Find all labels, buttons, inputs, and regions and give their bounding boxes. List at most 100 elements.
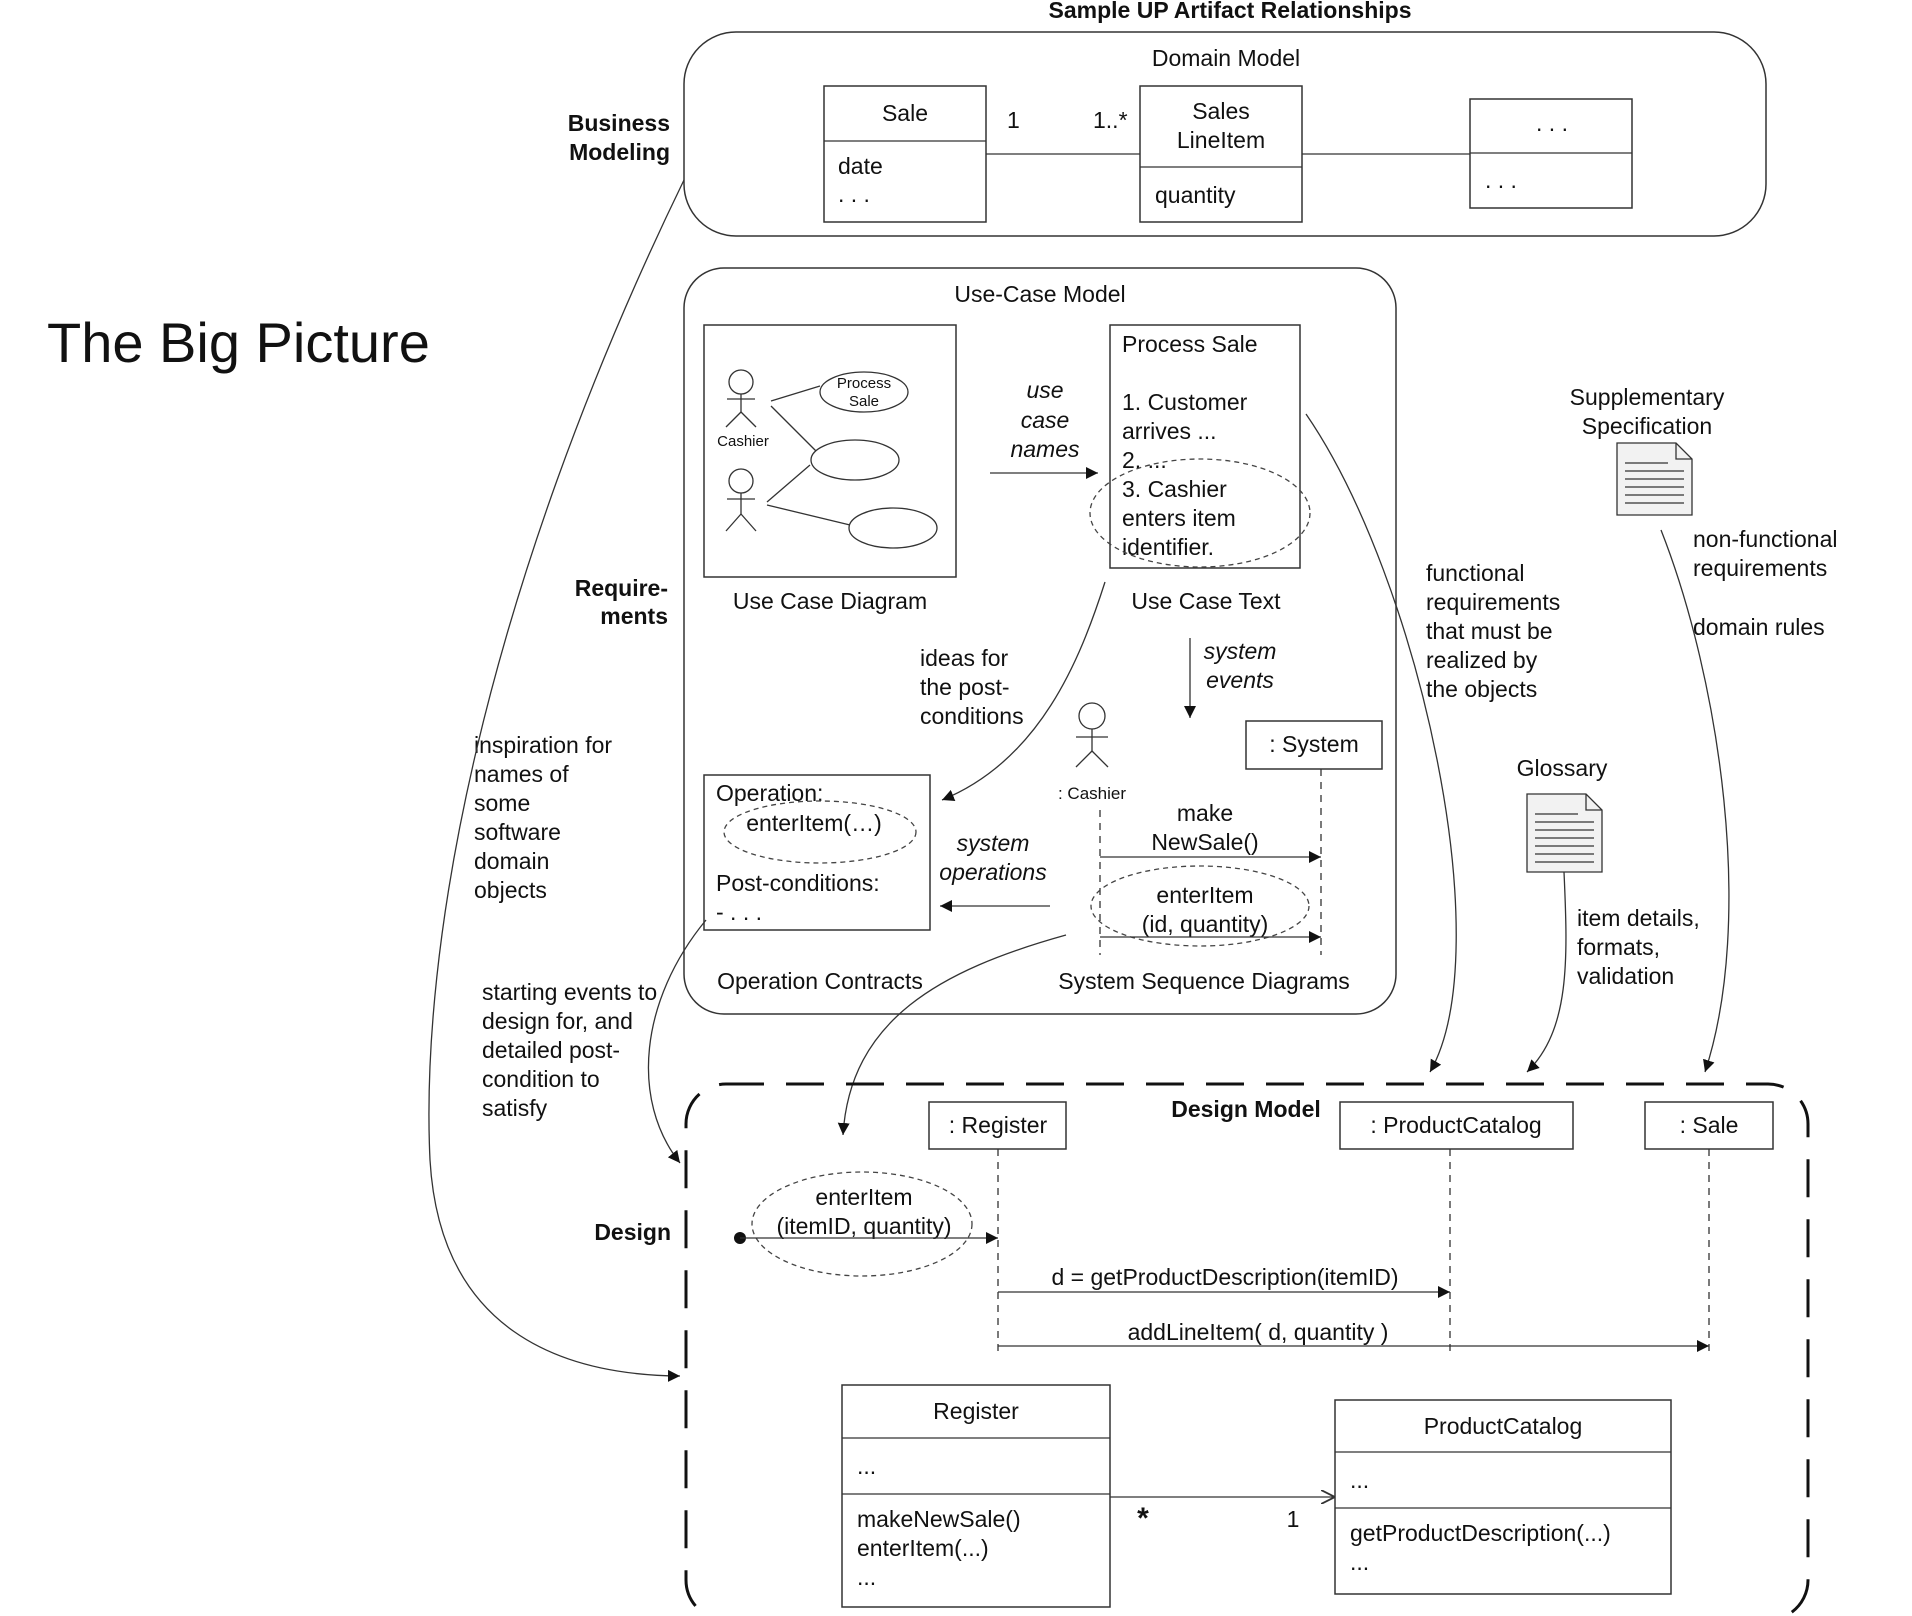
glossary-note-1: item details, [1577, 905, 1700, 931]
lifeline-register-box [928, 1101, 1067, 1150]
glossary-document-icon [1526, 793, 1603, 873]
class-register-attr: ... [857, 1453, 876, 1479]
use-case-label-2: Sale [849, 393, 879, 410]
ideas-label-2: the post- [920, 674, 1010, 700]
design-model-frame [684, 1082, 1810, 1616]
lifeline-register-label: : Register [949, 1112, 1048, 1138]
class-sale-attr: date [838, 153, 883, 179]
domain-model-title: Domain Model [1152, 45, 1300, 71]
inspiration-label-5: domain [474, 848, 549, 874]
class-sli-name-2: LineItem [1177, 127, 1265, 153]
actor-icon [725, 468, 757, 532]
inspiration-arrow [428, 179, 685, 1382]
contract-post-item: - . . . [716, 899, 762, 925]
starting-arrow [647, 919, 707, 1164]
lifeline-catalog-label: : ProductCatalog [1370, 1112, 1541, 1138]
ssd-msg-2-line-1: enterItem [1156, 882, 1253, 908]
functional-arrow [1305, 413, 1457, 1073]
uc-text-line-3: 1. Customer [1122, 389, 1248, 415]
class-sale-name: Sale [882, 100, 928, 126]
use-case-model-title: Use-Case Model [954, 281, 1125, 307]
class-register: Register ... makeNewSale() enterItem(...… [841, 1384, 1111, 1608]
multiplicity-one-design: 1 [1287, 1506, 1300, 1532]
system-operations-label-1: system [957, 830, 1030, 856]
found-msg-highlight [751, 1171, 973, 1277]
use-case-process-sale [819, 371, 909, 413]
glossary-arrow [1526, 871, 1567, 1073]
use-case-ellipse-3 [848, 507, 938, 549]
class-sli-name-1: Sales [1192, 98, 1250, 124]
uc-text-highlight [1089, 458, 1311, 568]
msg-add-line-item: addLineItem( d, quantity ) [1128, 1319, 1389, 1345]
supplementary-note-4: domain rules [1693, 614, 1825, 640]
msg-get-description: d = getProductDescription(itemID) [1051, 1264, 1398, 1290]
discipline-design: Design [594, 1219, 671, 1245]
class-register-name: Register [933, 1398, 1019, 1424]
glossary-title: Glossary [1517, 755, 1608, 781]
supplementary-note-1: non-functional [1693, 526, 1838, 552]
ideas-label-3: conditions [920, 703, 1024, 729]
system-events-label-2: events [1206, 667, 1274, 693]
use-case-text-box [1109, 324, 1301, 569]
ssd-msg-2-line-2: (id, quantity) [1142, 911, 1269, 937]
use-case-text-caption: Use Case Text [1131, 588, 1281, 614]
supplementary-document-icon [1616, 442, 1693, 516]
class-catalog-op-1: getProductDescription(...) [1350, 1520, 1611, 1546]
ssd-to-design-arrow [837, 934, 1067, 1136]
class-register-op-1: makeNewSale() [857, 1506, 1021, 1532]
use-case-names-label-2: case [1021, 407, 1070, 433]
uc-text-line-4: arrives ... [1122, 418, 1217, 444]
contract-operation-label: Operation: [716, 780, 823, 806]
class-other-attr: . . . [1485, 167, 1517, 193]
discipline-requirements-2: ments [600, 603, 668, 629]
lifeline-catalog-box [1339, 1101, 1574, 1150]
uc-text-line-6: 3. Cashier [1122, 476, 1227, 502]
discipline-requirements-1: Require- [575, 575, 668, 601]
functional-label-3: that must be [1426, 618, 1553, 644]
starting-label-4: condition to [482, 1066, 600, 1092]
functional-label-4: realized by [1426, 647, 1538, 673]
class-other: . . . . . . [1469, 98, 1633, 209]
actor-cashier-label: Cashier [717, 433, 769, 450]
contract-op-highlight [723, 800, 917, 864]
discipline-business-2: Modeling [569, 139, 670, 165]
functional-label-2: requirements [1426, 589, 1560, 615]
system-events-label-1: system [1204, 638, 1277, 664]
system-operations-label-2: operations [939, 859, 1047, 885]
class-catalog-op-2: ... [1350, 1549, 1369, 1575]
inspiration-label-4: software [474, 819, 561, 845]
lifeline-sale-label: : Sale [1680, 1112, 1739, 1138]
diagram-title: Sample UP Artifact Relationships [1049, 0, 1412, 23]
lifeline-sale-box [1644, 1101, 1774, 1150]
starting-label-5: satisfy [482, 1095, 548, 1121]
inspiration-label-6: objects [474, 877, 547, 903]
uc-text-line-8: identifier. [1122, 534, 1214, 560]
inspiration-label-3: some [474, 790, 530, 816]
starting-label-1: starting events to [482, 979, 657, 1005]
class-register-op-3: ... [857, 1564, 876, 1590]
operation-contracts-caption: Operation Contracts [717, 968, 923, 994]
class-other-name: . . . [1536, 110, 1568, 136]
class-sale-attr-more: . . . [838, 181, 870, 207]
ssd-caption: System Sequence Diagrams [1058, 968, 1349, 994]
functional-label-1: functional [1426, 560, 1524, 586]
uc-text-line-1: Process Sale [1122, 331, 1258, 357]
ssd-cashier-actor-icon [1075, 702, 1109, 768]
found-msg-line-1: enterItem [815, 1184, 912, 1210]
inspiration-label-1: inspiration for [474, 732, 612, 758]
starting-label-3: detailed post- [482, 1037, 620, 1063]
supplementary-title-1: Supplementary [1570, 384, 1725, 410]
ssd-msg-1-line-1: make [1177, 800, 1233, 826]
multiplicity-star: * [1137, 1502, 1149, 1535]
inspiration-label-2: names of [474, 761, 569, 787]
class-sales-line-item: Sales LineItem quantity [1139, 85, 1303, 223]
ssd-system-label: : System [1269, 731, 1358, 757]
found-msg-line-2: (itemID, quantity) [776, 1213, 951, 1239]
supplementary-arrow [1660, 529, 1730, 1073]
ssd-system-box [1245, 720, 1383, 770]
use-case-names-label-1: use [1026, 377, 1063, 403]
discipline-business-1: Business [568, 110, 670, 136]
domain-model-frame [683, 31, 1767, 237]
use-case-ellipse-2 [810, 439, 900, 481]
